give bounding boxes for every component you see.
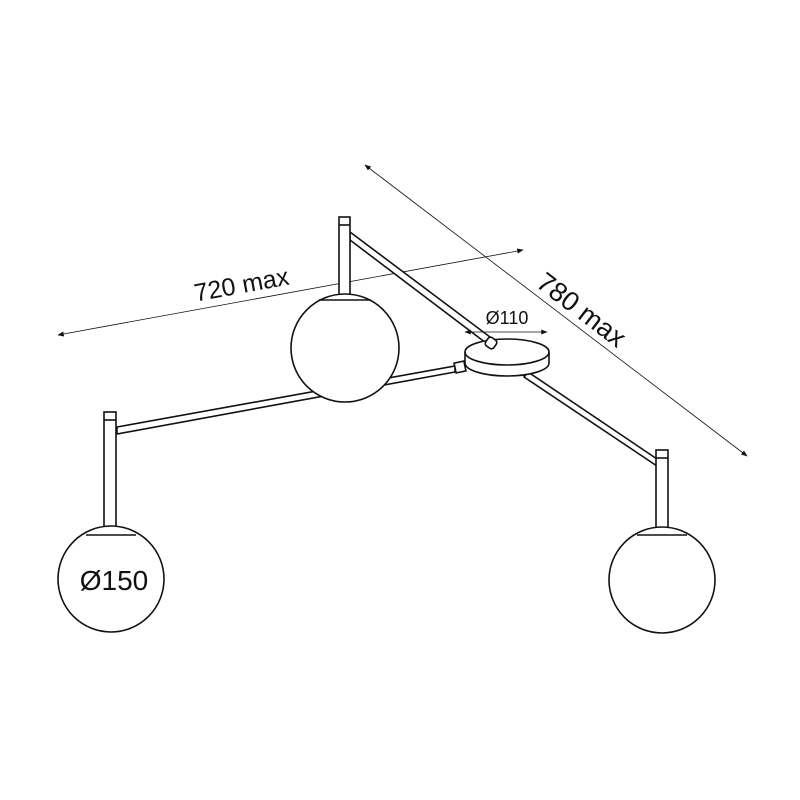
globe-diameter-label: Ø150 bbox=[80, 565, 149, 596]
right-arm bbox=[522, 370, 658, 468]
globe-right bbox=[608, 449, 716, 634]
globe-middle bbox=[290, 216, 400, 403]
canopy-diameter-label: Ø110 bbox=[486, 308, 529, 328]
length-label: 780 max bbox=[531, 267, 632, 354]
length-dimension-line bbox=[364, 164, 748, 457]
left-arm bbox=[116, 365, 456, 435]
ceiling-canopy bbox=[453, 336, 550, 377]
globe-left bbox=[57, 411, 165, 633]
width-dimension-line bbox=[57, 248, 524, 337]
width-label: 720 max bbox=[192, 263, 292, 308]
